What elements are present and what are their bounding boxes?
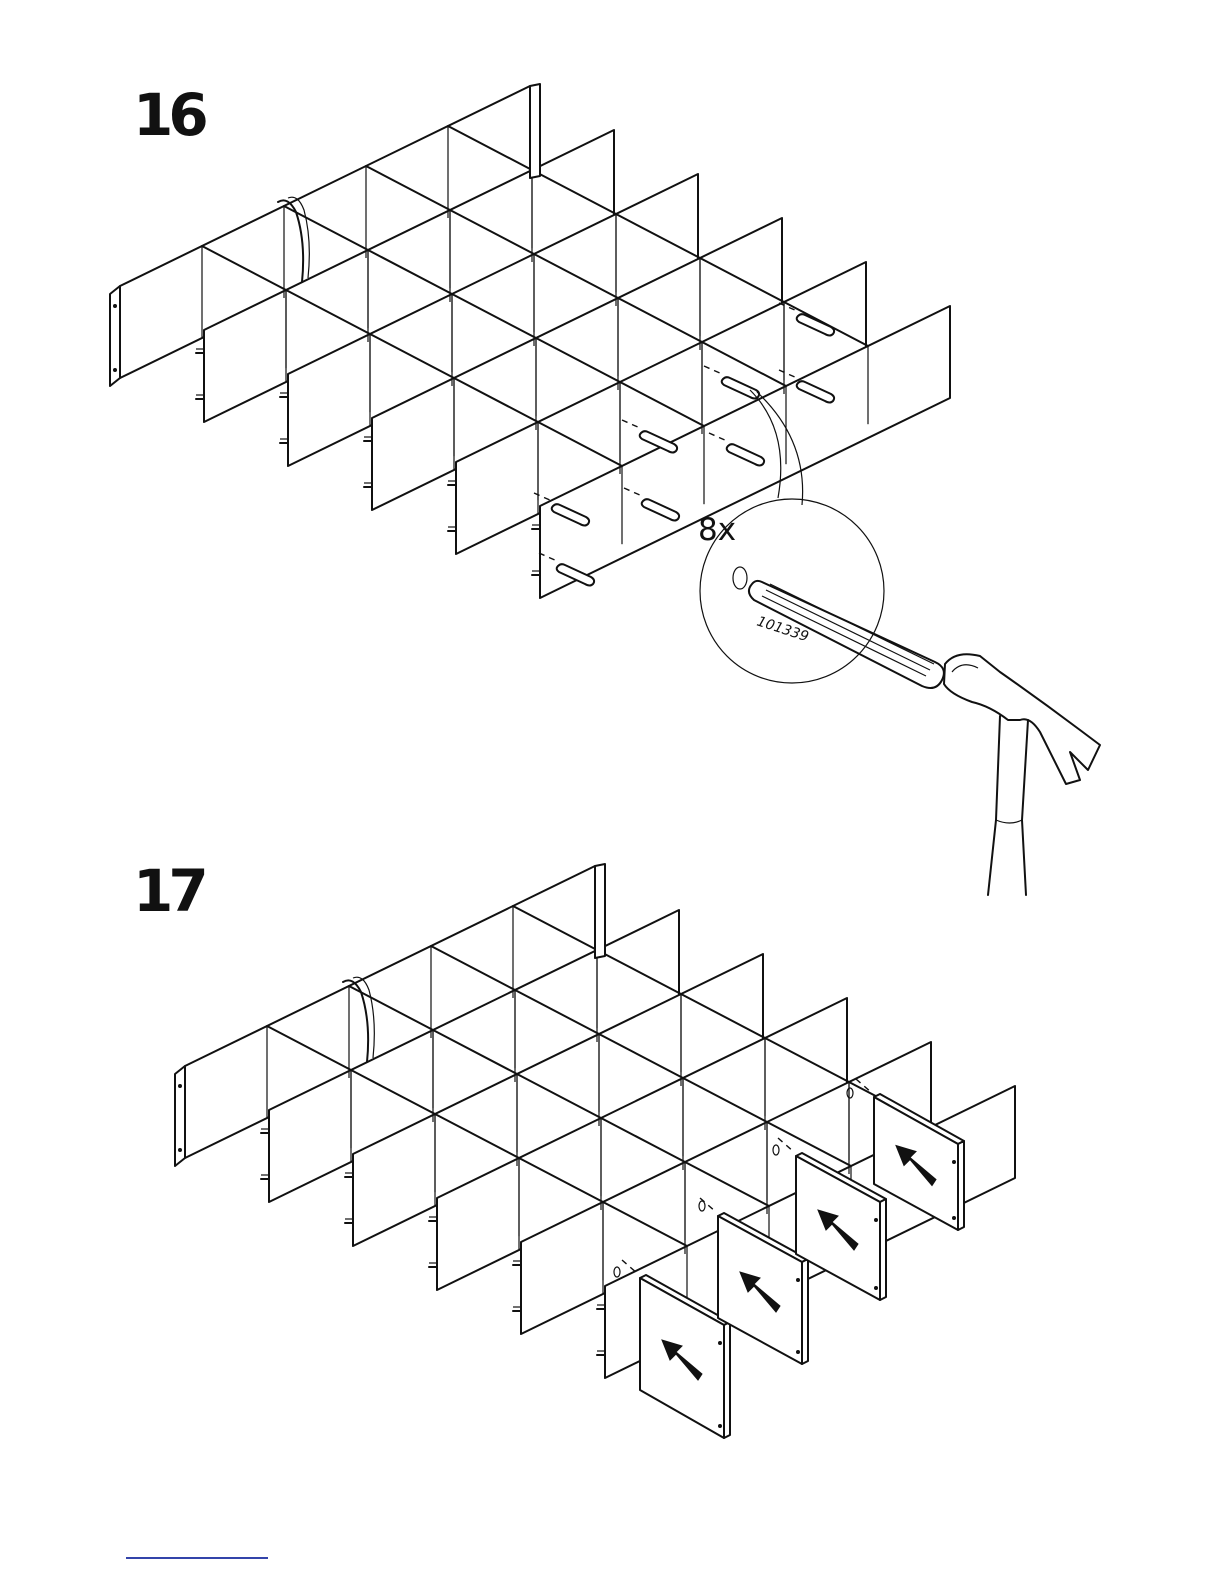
- hammer-icon: [944, 654, 1100, 895]
- footer-rule: [126, 1557, 268, 1559]
- part-number-label: 101339: [755, 614, 811, 646]
- end-board: [530, 84, 540, 178]
- end-board: [595, 864, 605, 958]
- quantity-label: 8x: [698, 512, 736, 548]
- shelf-grid-step-16: [110, 84, 950, 598]
